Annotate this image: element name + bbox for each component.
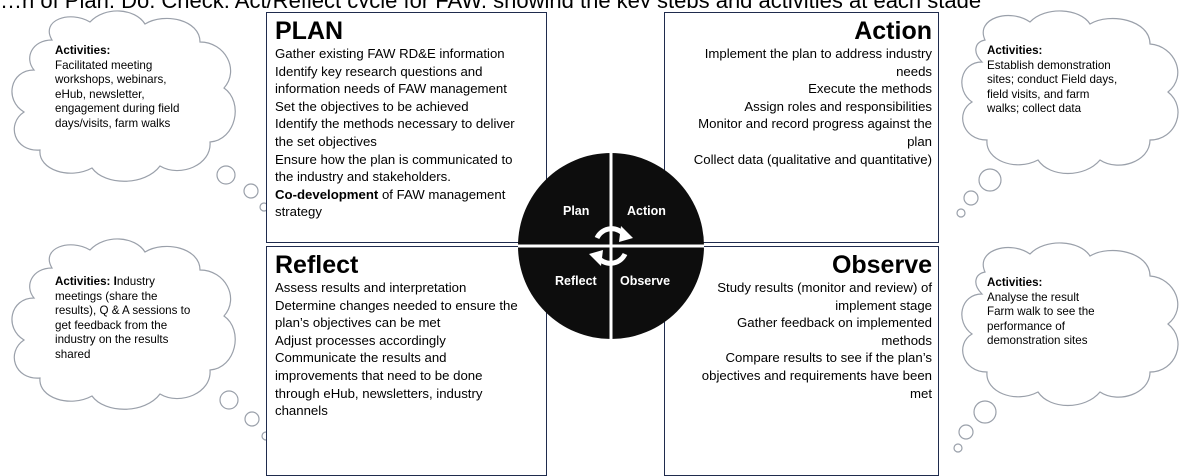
observe-title: Observe (831, 251, 932, 279)
cloud-observe (953, 242, 1179, 453)
cloud-reflect-heading: Activities: I (55, 275, 117, 288)
plan-box: PLAN Gather existing FAW RD&E informatio… (266, 12, 547, 243)
action-title: Action (854, 17, 932, 45)
cycle-plan-label: Plan (563, 204, 590, 218)
plan-line: the set objectives (275, 133, 377, 149)
cloud-reflect-line: industry on the results (55, 333, 169, 347)
plan-line: Gather existing FAW RD&E information (275, 46, 505, 61)
cloud-action-heading: Activities: (987, 44, 1043, 57)
cloud-observe-line: Analyse the result (987, 290, 1080, 304)
cloud-plan-line: eHub, newsletter, (55, 87, 145, 101)
action-line: Execute the methods (808, 81, 932, 97)
cloud-action-line: field visits, and farm (987, 87, 1090, 101)
action-line: needs (896, 63, 932, 79)
cloud-observe-line: performance of (987, 319, 1065, 333)
reflect-title: Reflect (275, 251, 359, 279)
action-line: Collect data (qualitative and quantitati… (693, 151, 932, 167)
cloud-plan-line: Facilitated meeting (55, 58, 153, 72)
cloud-observe-heading: Activities: (987, 276, 1043, 289)
cloud-plan-text: Activities: Facilitated meeting workshop… (55, 44, 205, 132)
plan-title: PLAN (275, 17, 344, 45)
reflect-line: plan’s objectives can be met (275, 315, 441, 331)
cycle-reflect-label: Reflect (555, 274, 597, 288)
cycle-observe-label: Observe (620, 274, 671, 288)
reflect-line: Assess results and interpretation (275, 280, 467, 295)
top-caption: …n of Plan, Do, Check, Act/Reflect cycle… (0, 0, 1181, 8)
cloud-observe-line: Farm walk to see the (987, 305, 1095, 319)
cloud-action-line: Establish demonstration (987, 58, 1111, 72)
observe-line: Gather feedback on implemented (737, 315, 932, 331)
pdca-cycle: Plan Action Reflect Observe (517, 152, 705, 340)
plan-line: the industry and stakeholders. (275, 169, 451, 185)
reflect-line: through eHub, newsletters, industry (275, 385, 483, 401)
reflect-line: Adjust processes accordingly (275, 332, 446, 348)
cloud-plan-heading: Activities: (55, 44, 111, 57)
observe-line: implement stage (835, 297, 932, 313)
action-line: Implement the plan to address industry (704, 46, 932, 61)
observe-line: objectives and requirements have been (701, 367, 932, 383)
cloud-reflect (11, 238, 271, 441)
cloud-plan-line: engagement during field (55, 102, 180, 116)
plan-line: Identify the methods necessary to delive… (275, 116, 515, 132)
cloud-plan-line: days/visits, farm walks (55, 116, 171, 130)
cloud-reflect-heading-rest: ndustry (116, 275, 155, 288)
action-box: Action Implement the plan to address ind… (664, 12, 939, 243)
plan-line: information needs of FAW management (275, 81, 507, 97)
cycle-action-label: Action (627, 204, 666, 218)
cloud-action (956, 10, 1179, 218)
cloud-observe-text: Activities: Analyse the result Farm walk… (987, 276, 1137, 349)
action-line: Assign roles and responsibilities (744, 98, 932, 114)
cloud-reflect-line: get feedback from the (55, 318, 168, 332)
observe-box: Observe Study results (monitor and revie… (664, 246, 939, 476)
plan-codev-bold: Co-development (275, 186, 379, 202)
reflect-line: improvements that need to be done (275, 367, 483, 383)
plan-line: Identify key research questions and (275, 63, 483, 79)
cloud-reflect-line: results), Q & A sessions to (55, 304, 191, 318)
cloud-plan-line: workshops, webinars, (55, 73, 167, 87)
cycle-disc (518, 153, 704, 339)
plan-line-codev: Co-development of FAW management (275, 186, 538, 204)
observe-line: Compare results to see if the plan’s (725, 350, 932, 366)
cloud-action-text: Activities: Establish demonstration site… (987, 44, 1147, 117)
reflect-box: Reflect Assess results and interpretatio… (266, 246, 547, 476)
plan-line: strategy (275, 204, 322, 220)
plan-line: Ensure how the plan is communicated to (275, 151, 513, 167)
observe-line: met (910, 385, 932, 401)
reflect-line: Communicate the results and (275, 350, 447, 366)
observe-line: Study results (monitor and review) of (717, 280, 932, 295)
cloud-observe-line: demonstration sites (987, 334, 1088, 348)
action-line: plan (907, 133, 932, 149)
cloud-reflect-text: Activities: Industry meetings (share the… (55, 275, 215, 363)
reflect-line: channels (275, 403, 328, 419)
reflect-line: Determine changes needed to ensure the (275, 297, 518, 313)
plan-codev-rest: of FAW management (378, 186, 506, 202)
plan-line: Set the objectives to be achieved (275, 98, 469, 114)
cloud-reflect-line: shared (55, 347, 91, 361)
action-line: Monitor and record progress against the (698, 116, 932, 132)
cloud-action-line: walks; collect data (987, 102, 1082, 116)
cloud-action-line: sites; conduct Field days, (987, 73, 1118, 87)
cloud-reflect-line: meetings (share the (55, 289, 158, 303)
observe-line: methods (881, 332, 932, 348)
